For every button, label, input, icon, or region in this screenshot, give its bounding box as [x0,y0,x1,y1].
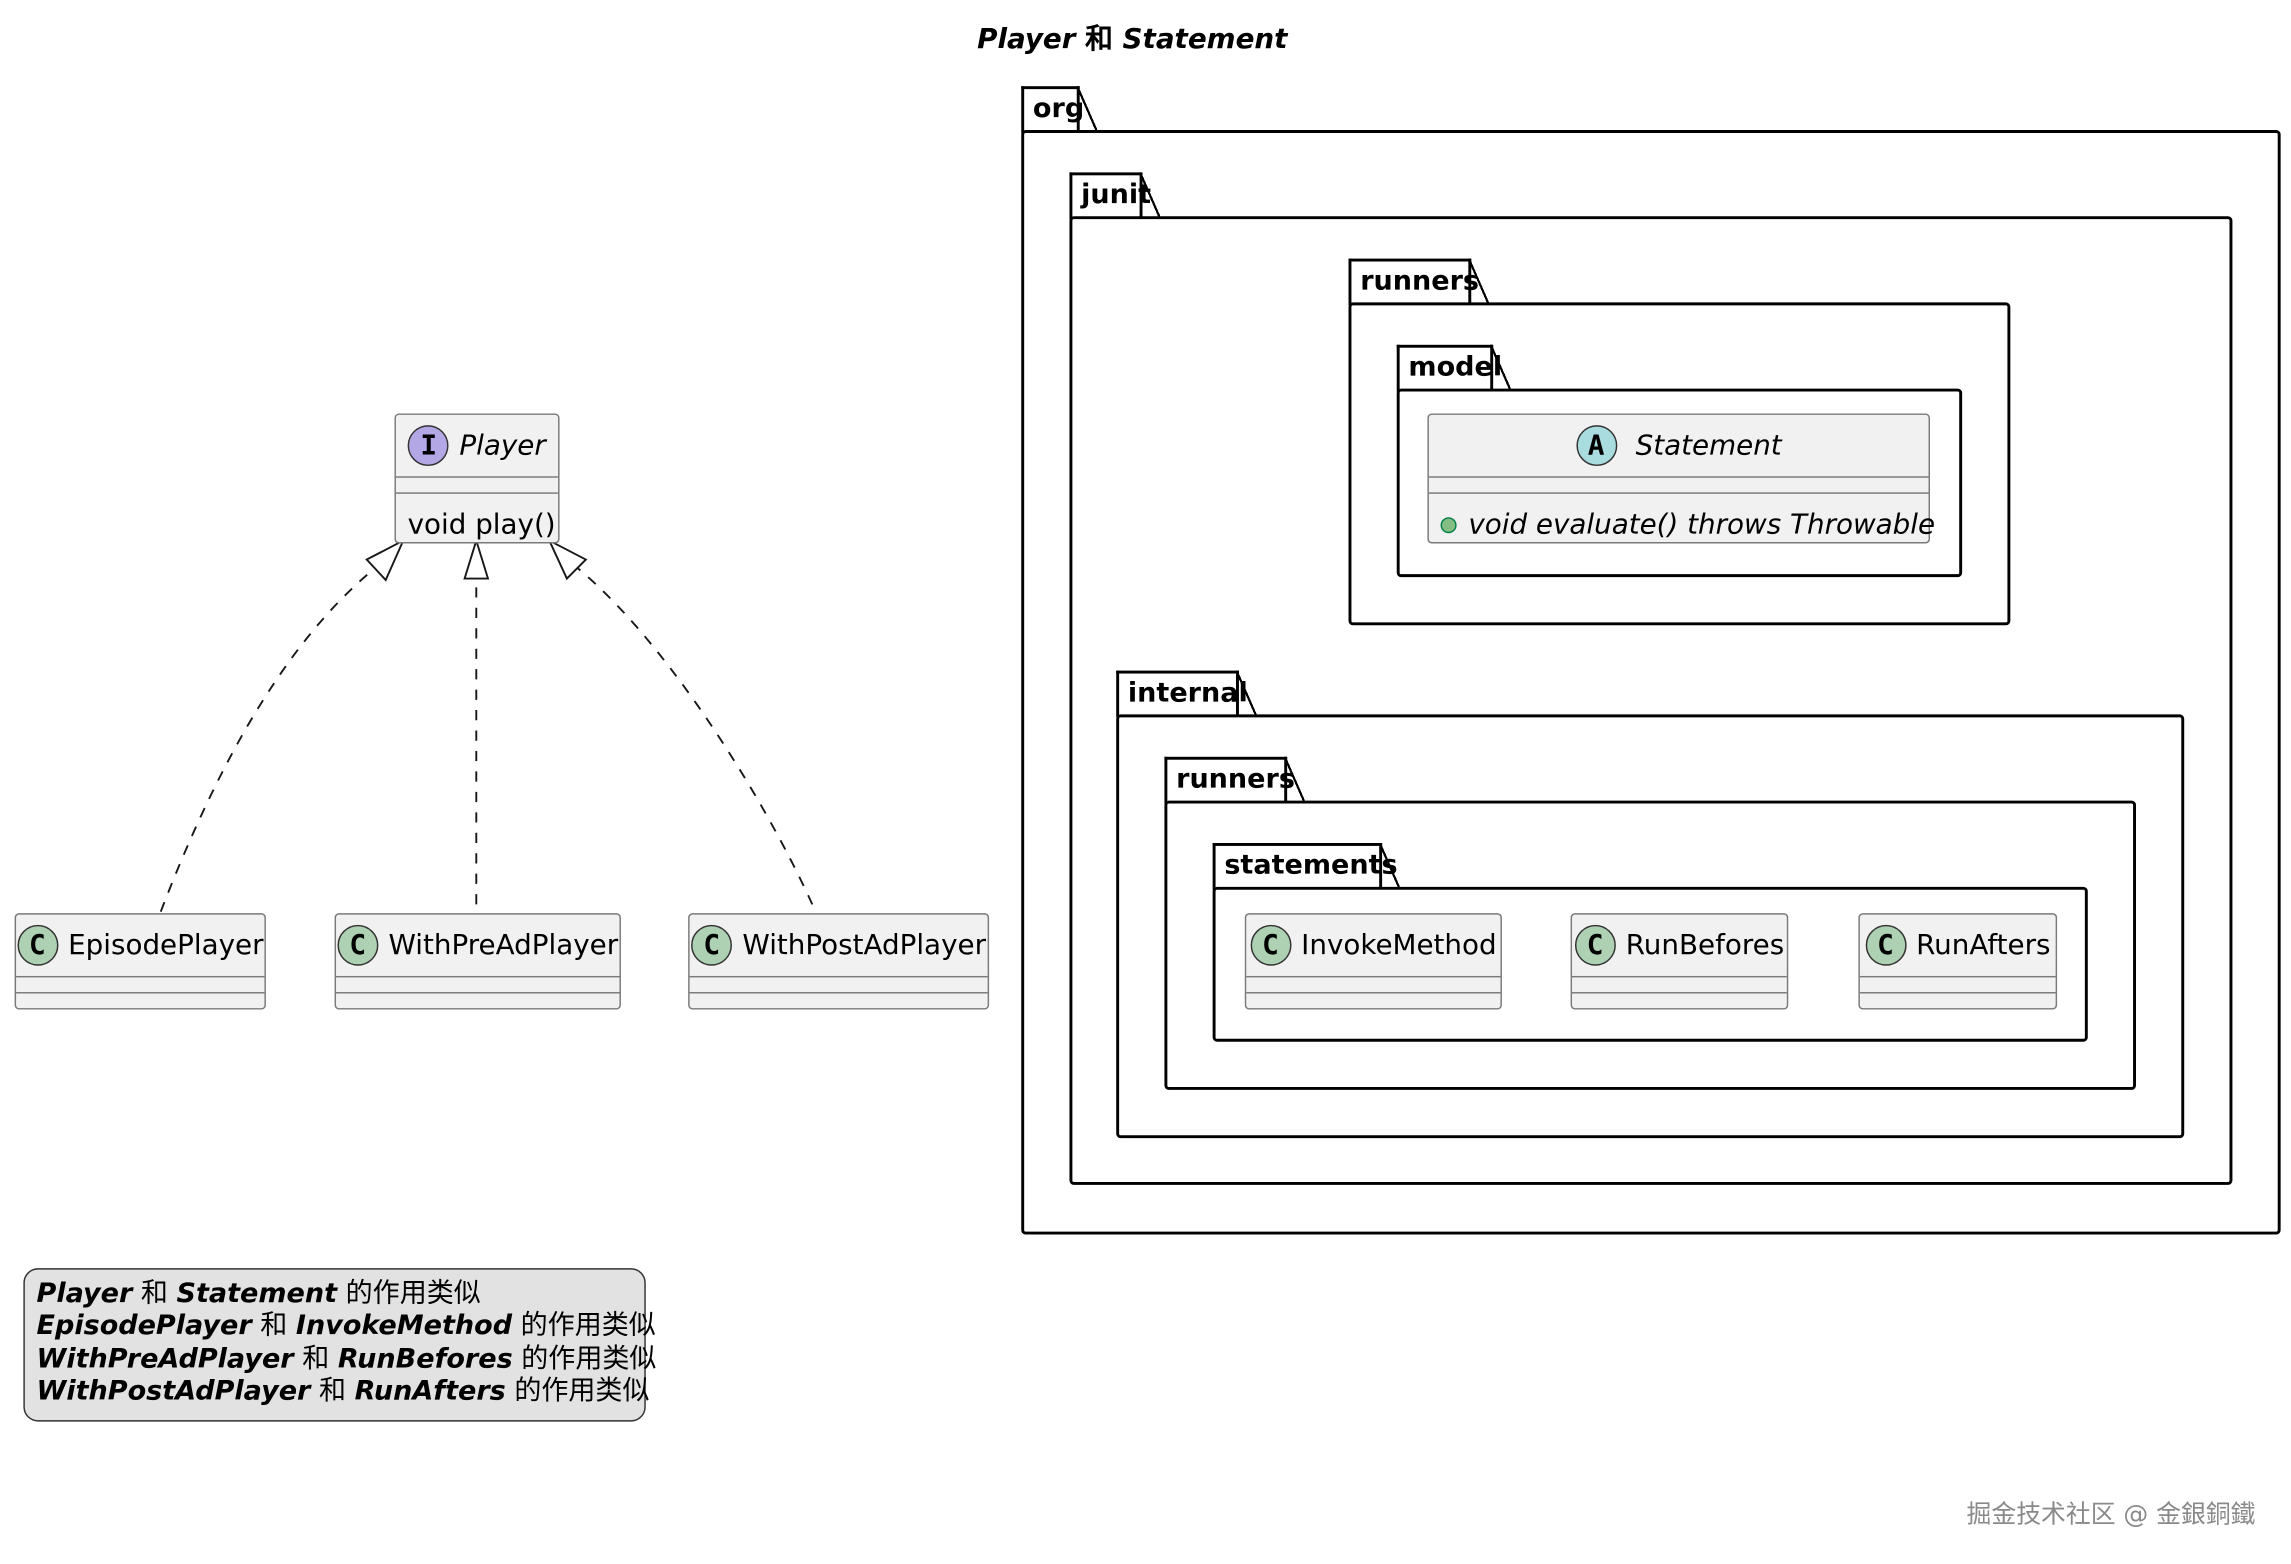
class-player-header: I Player [396,415,558,476]
class-icon: C [16,924,58,966]
class-player-fields [395,476,559,492]
package-statements-tab: statements [1212,843,1400,890]
class-icon: C [337,924,379,966]
edge-withpostadplayer-player [566,558,814,905]
arrowhead-episodeplayer [365,538,406,582]
legend-note: Player 和 Statement 的作用类似 EpisodePlayer 和… [23,1268,657,1422]
class-statement-fields [1428,476,1929,492]
class-icon: C [691,924,733,966]
note-line: WithPreAdPlayer 和 RunBefores 的作用类似 [36,1343,657,1375]
package-junit-tab: junit [1069,172,1161,220]
public-visibility-icon [1440,517,1457,534]
arrowhead-withpreadplayer [463,537,490,580]
class-icon: C [1865,924,1906,966]
class-statement-header: A Statement [1429,415,1929,476]
interface-icon: I [408,425,450,467]
package-internal-runners-tab: runners [1164,756,1305,804]
abstract-class-icon: A [1575,425,1617,467]
package-org-tab: org [1021,86,1098,133]
note-line: Player 和 Statement 的作用类似 [36,1278,481,1310]
package-model-tab: model [1396,344,1511,392]
watermark: 掘金技术社区 @ 金銀銅鐵 [1966,1500,2256,1530]
class-statement-method: void evaluate() throws Throwable [1428,492,1935,549]
class-player: I Player void play() [394,413,560,544]
class-icon: C [1250,924,1291,966]
edge-episodeplayer-player [159,554,393,913]
note-line: EpisodePlayer 和 InvokeMethod 的作用类似 [36,1311,656,1342]
class-player-method: void play() [395,492,559,549]
package-internal-tab: internal [1116,670,1257,718]
note-line: WithPostAdPlayer 和 RunAfters 的作用类似 [36,1376,650,1408]
class-icon: C [1574,924,1616,966]
package-runners-tab: runners [1348,258,1489,306]
diagram-title: Player 和 Statement [977,23,1288,56]
arrowhead-withpostadplayer [547,538,588,581]
class-statement: A Statement void evaluate() throws Throw… [1427,413,1935,544]
